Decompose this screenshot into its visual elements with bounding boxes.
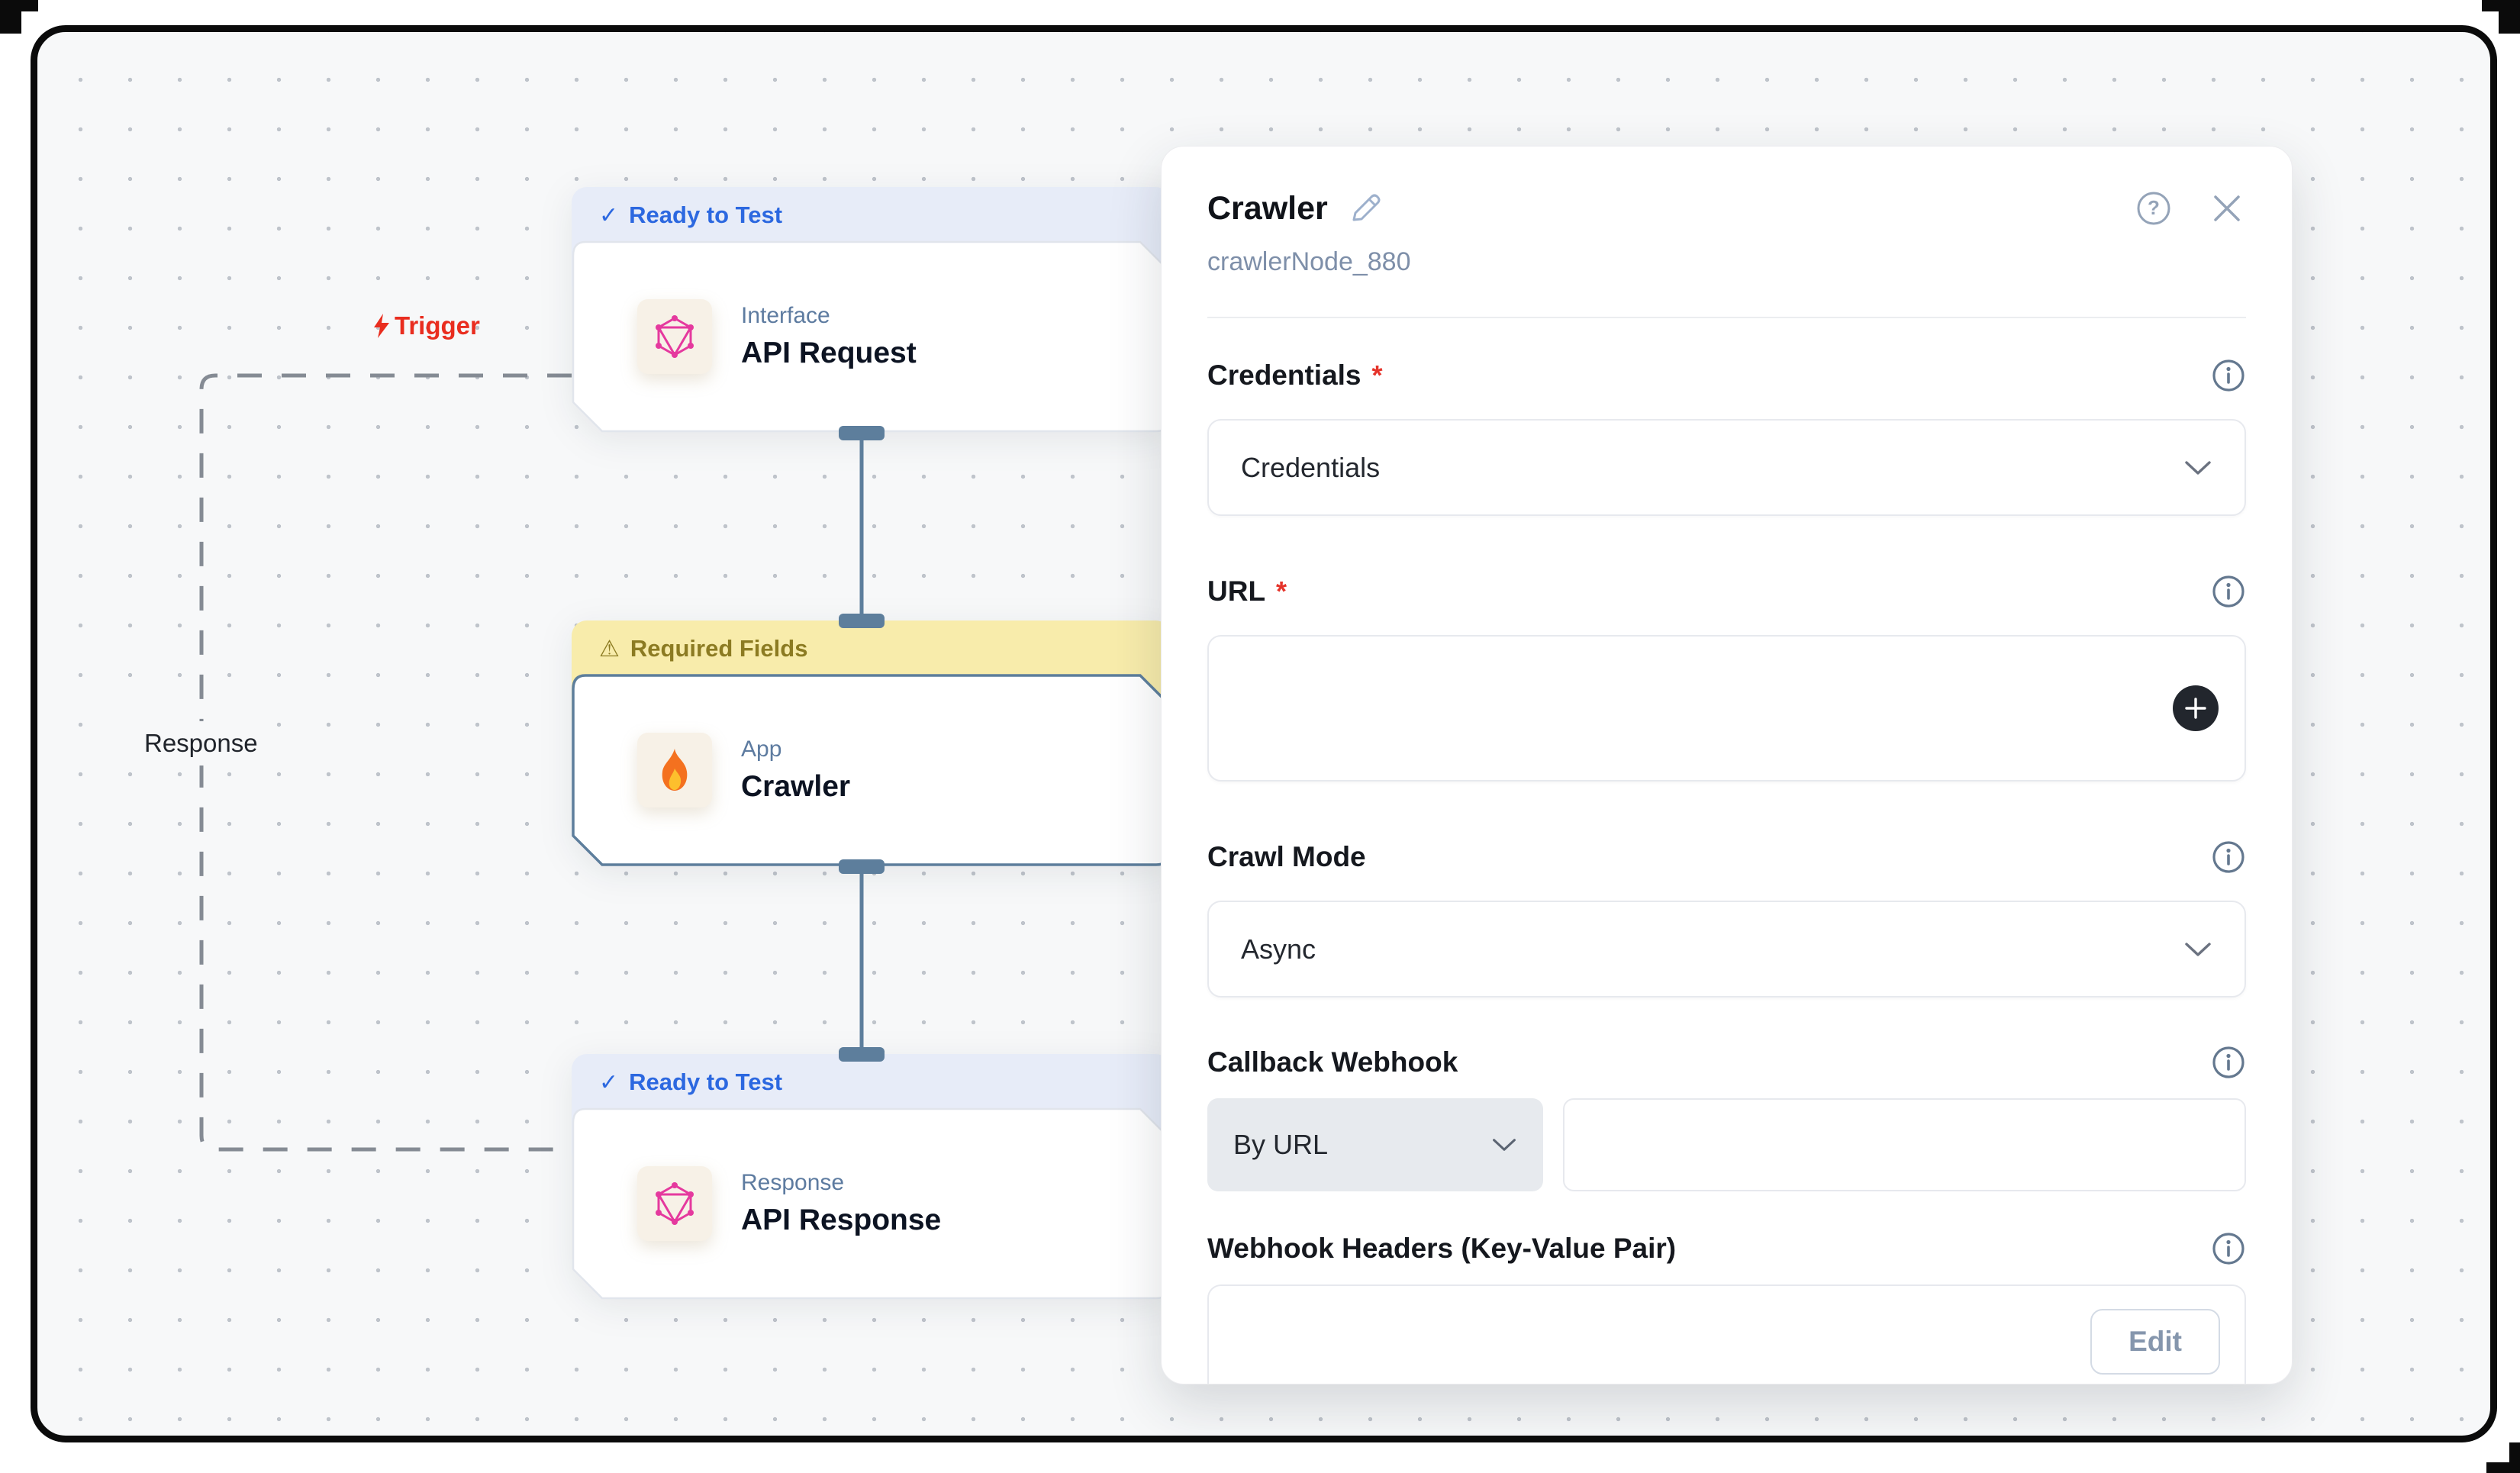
callback-webhook-label: Callback Webhook <box>1207 1046 1458 1078</box>
info-icon[interactable] <box>2211 358 2246 393</box>
check-icon: ✓ <box>599 1069 619 1095</box>
pencil-icon <box>1352 194 1381 221</box>
trigger-label-text: Trigger <box>395 311 480 340</box>
svg-text:?: ? <box>2148 196 2160 219</box>
node-config-panel: Crawler ? <box>1161 146 2293 1384</box>
webhook-headers-label: Webhook Headers (Key-Value Pair) <box>1207 1233 1677 1264</box>
corner-mark <box>2486 1462 2520 1473</box>
help-icon: ? <box>2137 192 2170 225</box>
add-variable-button[interactable] <box>2173 685 2219 731</box>
node-icon-tile <box>637 299 712 374</box>
webhook-headers-label-row: Webhook Headers (Key-Value Pair) <box>1207 1231 2246 1266</box>
node-api-request[interactable]: ✓ Ready to Test <box>572 187 1171 433</box>
panel-title: Crawler <box>1207 189 1328 227</box>
node-icon-tile <box>637 733 712 807</box>
callback-webhook-label-row: Callback Webhook <box>1207 1045 2246 1080</box>
help-button[interactable]: ? <box>2135 189 2173 227</box>
node-api-response[interactable]: ✓ Ready to Test <box>572 1054 1171 1300</box>
panel-header: Crawler ? <box>1207 189 2246 227</box>
node-title: Crawler <box>741 770 851 803</box>
credentials-select-value: Credentials <box>1241 451 1381 483</box>
chevron-down-icon <box>2185 460 2211 475</box>
crawl-mode-label-row: Crawl Mode <box>1207 840 2246 875</box>
url-label: URL <box>1207 575 1266 607</box>
workflow-canvas[interactable]: Trigger Response ✓ Ready to Test <box>31 25 2497 1442</box>
node-title: API Request <box>741 337 917 369</box>
node-crawler[interactable]: ⚠ Required Fields App Crawler <box>572 620 1171 866</box>
required-mark: * <box>1371 359 1383 391</box>
graphql-icon <box>656 315 694 358</box>
callback-mode-select[interactable]: By URL <box>1207 1098 1543 1191</box>
info-icon[interactable] <box>2211 1231 2246 1266</box>
info-icon[interactable] <box>2211 1045 2246 1080</box>
trigger-label: Trigger <box>372 311 480 340</box>
webhook-headers-field[interactable]: Edit <box>1207 1284 2246 1384</box>
crawl-mode-select[interactable]: Async <box>1207 901 2246 998</box>
credentials-label: Credentials <box>1207 359 1362 391</box>
crawl-mode-label: Crawl Mode <box>1207 841 1366 872</box>
close-panel-button[interactable] <box>2208 189 2246 227</box>
callback-url-input[interactable] <box>1563 1098 2246 1191</box>
info-icon[interactable] <box>2211 574 2246 609</box>
warning-icon: ⚠ <box>599 636 620 662</box>
node-status-text: Ready to Test <box>629 201 783 228</box>
node-icon-tile <box>637 1166 712 1241</box>
credentials-select[interactable]: Credentials <box>1207 419 2246 516</box>
node-id-label: crawlerNode_880 <box>1207 247 1411 276</box>
flame-icon <box>662 749 688 791</box>
edit-headers-button[interactable]: Edit <box>2090 1309 2220 1375</box>
node-kind: Interface <box>741 303 830 328</box>
node-title: API Response <box>741 1204 942 1236</box>
plus-icon <box>2185 698 2206 719</box>
credentials-label-row: Credentials * <box>1207 358 2246 393</box>
info-icon[interactable] <box>2211 840 2246 875</box>
node-kind: App <box>741 736 782 762</box>
url-input[interactable] <box>1207 635 2246 782</box>
crawl-mode-select-value: Async <box>1241 933 1316 965</box>
lightning-bolt-icon <box>374 314 389 338</box>
response-label-text: Response <box>144 729 258 757</box>
chevron-down-icon <box>1493 1139 1516 1151</box>
graphql-icon <box>656 1182 694 1225</box>
rename-node-button[interactable] <box>1348 191 1383 226</box>
response-label: Response <box>126 721 276 766</box>
chevron-down-icon <box>2185 942 2211 956</box>
node-kind: Response <box>741 1170 845 1195</box>
required-mark: * <box>1276 575 1287 607</box>
callback-mode-value: By URL <box>1233 1129 1329 1160</box>
divider <box>1207 317 2246 318</box>
node-status-text: Required Fields <box>630 635 808 662</box>
corner-mark <box>0 0 21 34</box>
node-status-text: Ready to Test <box>629 1068 783 1095</box>
close-icon <box>2214 195 2240 221</box>
check-icon: ✓ <box>599 202 619 228</box>
corner-mark <box>2499 0 2520 34</box>
url-label-row: URL * <box>1207 574 2246 609</box>
